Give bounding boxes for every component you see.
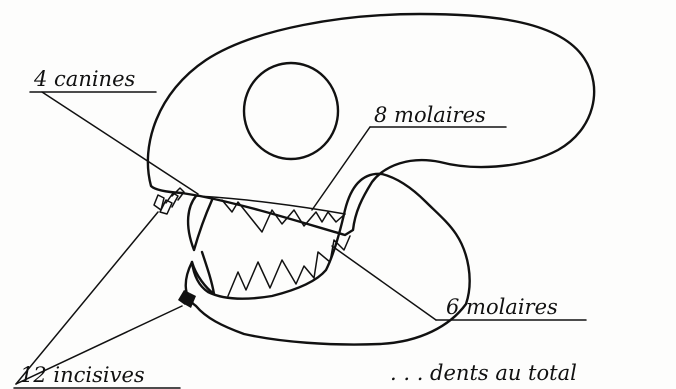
label-upper-molars: 8 molaires <box>374 103 486 127</box>
incisors-leader-upper <box>16 212 158 384</box>
lower-molars-leader <box>332 246 436 320</box>
canines-leader <box>42 92 198 194</box>
lower-molars <box>228 236 350 296</box>
label-canines: 4 canines <box>33 67 136 91</box>
label-incisors: 12 incisives <box>20 363 145 387</box>
upper-gum-line <box>196 196 345 214</box>
upper-canine <box>188 196 212 250</box>
label-lower-molars: 6 molaires <box>446 295 558 319</box>
label-total: . . . dents au total <box>390 361 577 385</box>
upper-molars-leader <box>312 127 370 210</box>
eye-orbit <box>244 63 338 159</box>
skull-outline <box>148 14 594 235</box>
